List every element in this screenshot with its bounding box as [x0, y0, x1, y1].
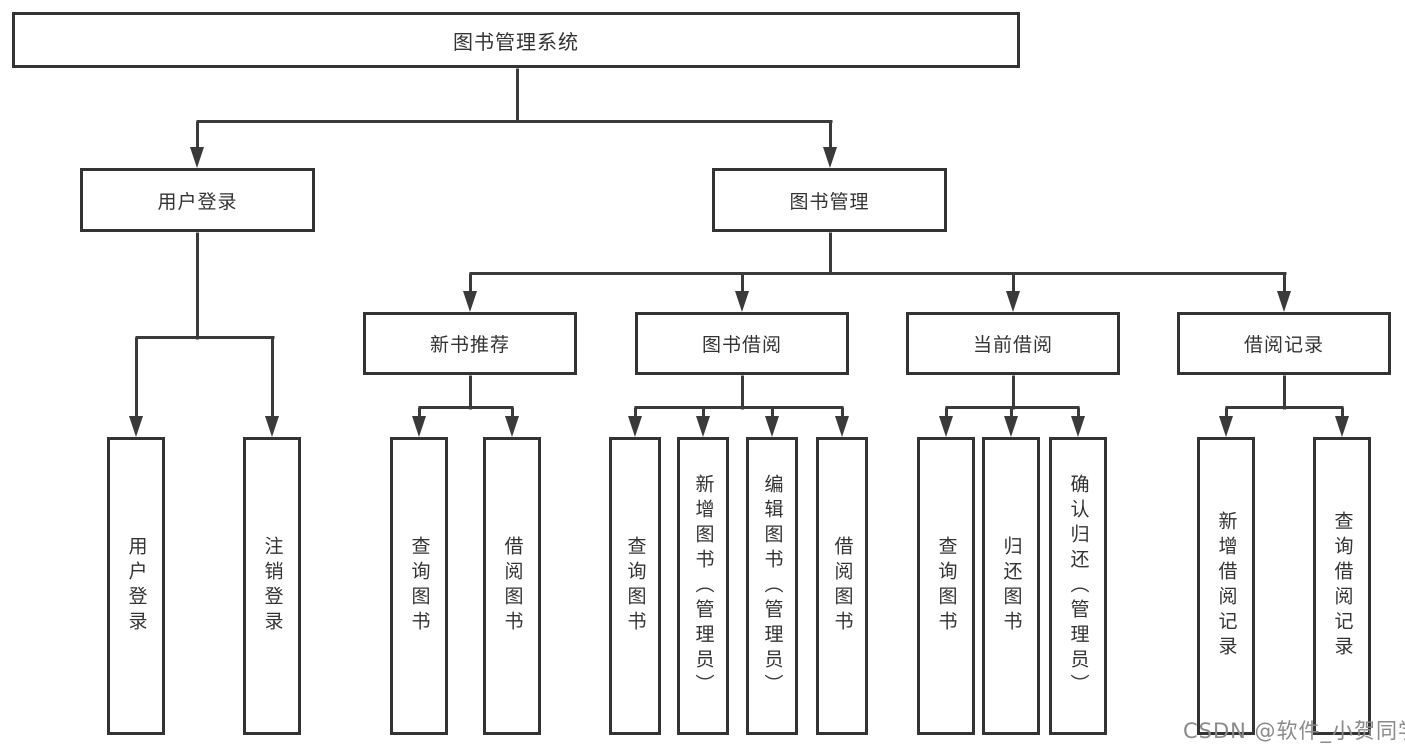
arrowhead-down-icon — [835, 416, 849, 437]
arrowhead-down-icon — [1219, 416, 1233, 437]
node-borrow-record: 借阅记录 — [1177, 312, 1391, 375]
arrowhead-down-icon — [1071, 416, 1085, 437]
leaf-query-books-borrow: 查询图书 — [609, 437, 661, 735]
node-book-borrow: 图书借阅 — [635, 312, 849, 375]
node-new-book-recommend: 新书推荐 — [363, 312, 577, 375]
node-current-borrow: 当前借阅 — [906, 312, 1120, 375]
leaf-user-login: 用户登录 — [107, 437, 165, 735]
arrowhead-down-icon — [412, 416, 426, 437]
arrowhead-down-icon — [939, 416, 953, 437]
leaf-query-books-recommend: 查询图书 — [390, 437, 448, 735]
leaf-logout: 注销登录 — [243, 437, 301, 735]
node-book-management: 图书管理 — [712, 168, 947, 232]
leaf-borrow-books-recommend: 借阅图书 — [483, 437, 541, 735]
arrowhead-down-icon — [129, 416, 143, 437]
arrowhead-down-icon — [1004, 416, 1018, 437]
arrowhead-down-icon — [628, 416, 642, 437]
arrowhead-down-icon — [190, 147, 204, 168]
node-library-management-system: 图书管理系统 — [12, 12, 1020, 68]
arrowhead-down-icon — [463, 291, 477, 312]
arrowhead-down-icon — [265, 416, 279, 437]
arrowhead-down-icon — [1277, 291, 1291, 312]
leaf-borrow-books: 借阅图书 — [816, 437, 868, 735]
arrowhead-down-icon — [1006, 291, 1020, 312]
arrowhead-down-icon — [735, 291, 749, 312]
arrowhead-down-icon — [823, 147, 837, 168]
arrowhead-down-icon — [1335, 416, 1349, 437]
node-user-login: 用户登录 — [80, 168, 315, 232]
leaf-add-books-admin: 新增图书（管理员） — [677, 437, 729, 735]
arrowhead-down-icon — [505, 416, 519, 437]
csdn-watermark: CSDN @软件_小贺同学 — [1183, 719, 1405, 743]
arrowhead-down-icon — [696, 416, 710, 437]
leaf-confirm-return-admin: 确认归还（管理员） — [1049, 437, 1107, 735]
leaf-query-books-current: 查询图书 — [917, 437, 975, 735]
leaf-return-books: 归还图书 — [982, 437, 1040, 735]
leaf-edit-books-admin: 编辑图书（管理员） — [746, 437, 798, 735]
arrowhead-down-icon — [765, 416, 779, 437]
leaf-add-borrow-record: 新增借阅记录 — [1197, 437, 1255, 735]
leaf-query-borrow-record: 查询借阅记录 — [1313, 437, 1371, 735]
